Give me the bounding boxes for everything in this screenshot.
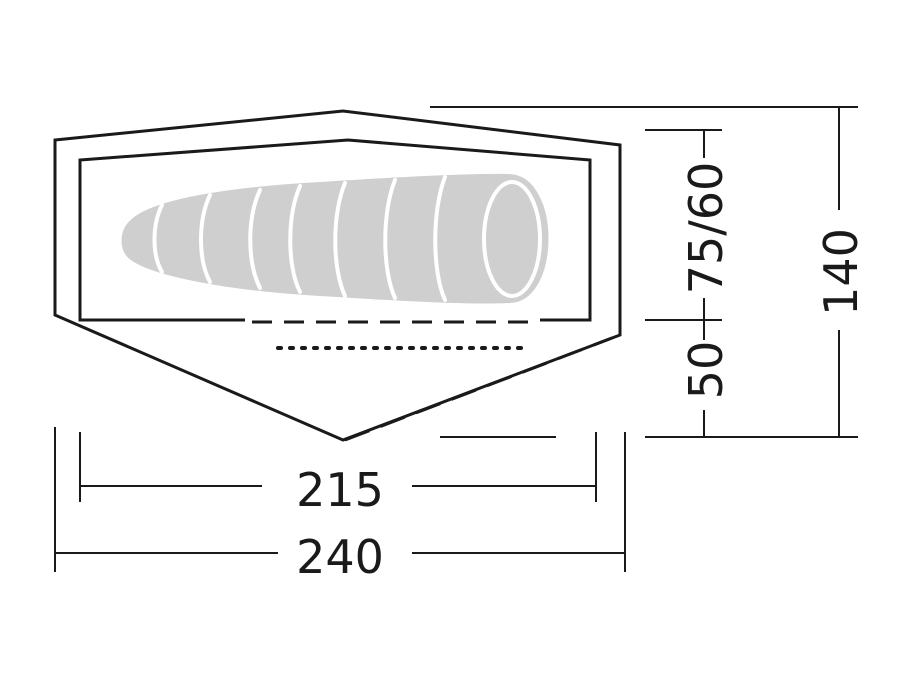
inner-width-label: 75/60 bbox=[679, 162, 733, 295]
dimension-inner-length: 215 bbox=[79, 432, 597, 517]
dimension-outer-length: 240 bbox=[54, 427, 626, 584]
dimension-total-width: 140 bbox=[430, 106, 868, 438]
vestibule-door-dashed-line bbox=[344, 336, 613, 442]
vestibule-depth-label: 50 bbox=[679, 341, 733, 400]
total-width-label: 140 bbox=[814, 228, 868, 316]
inner-length-label: 215 bbox=[296, 463, 384, 517]
dimension-vestibule-depth: 50 bbox=[679, 341, 733, 438]
outer-length-label: 240 bbox=[296, 530, 384, 584]
sleeping-bag-icon bbox=[121, 173, 549, 304]
dimension-inner-width: 75/60 bbox=[645, 129, 733, 340]
